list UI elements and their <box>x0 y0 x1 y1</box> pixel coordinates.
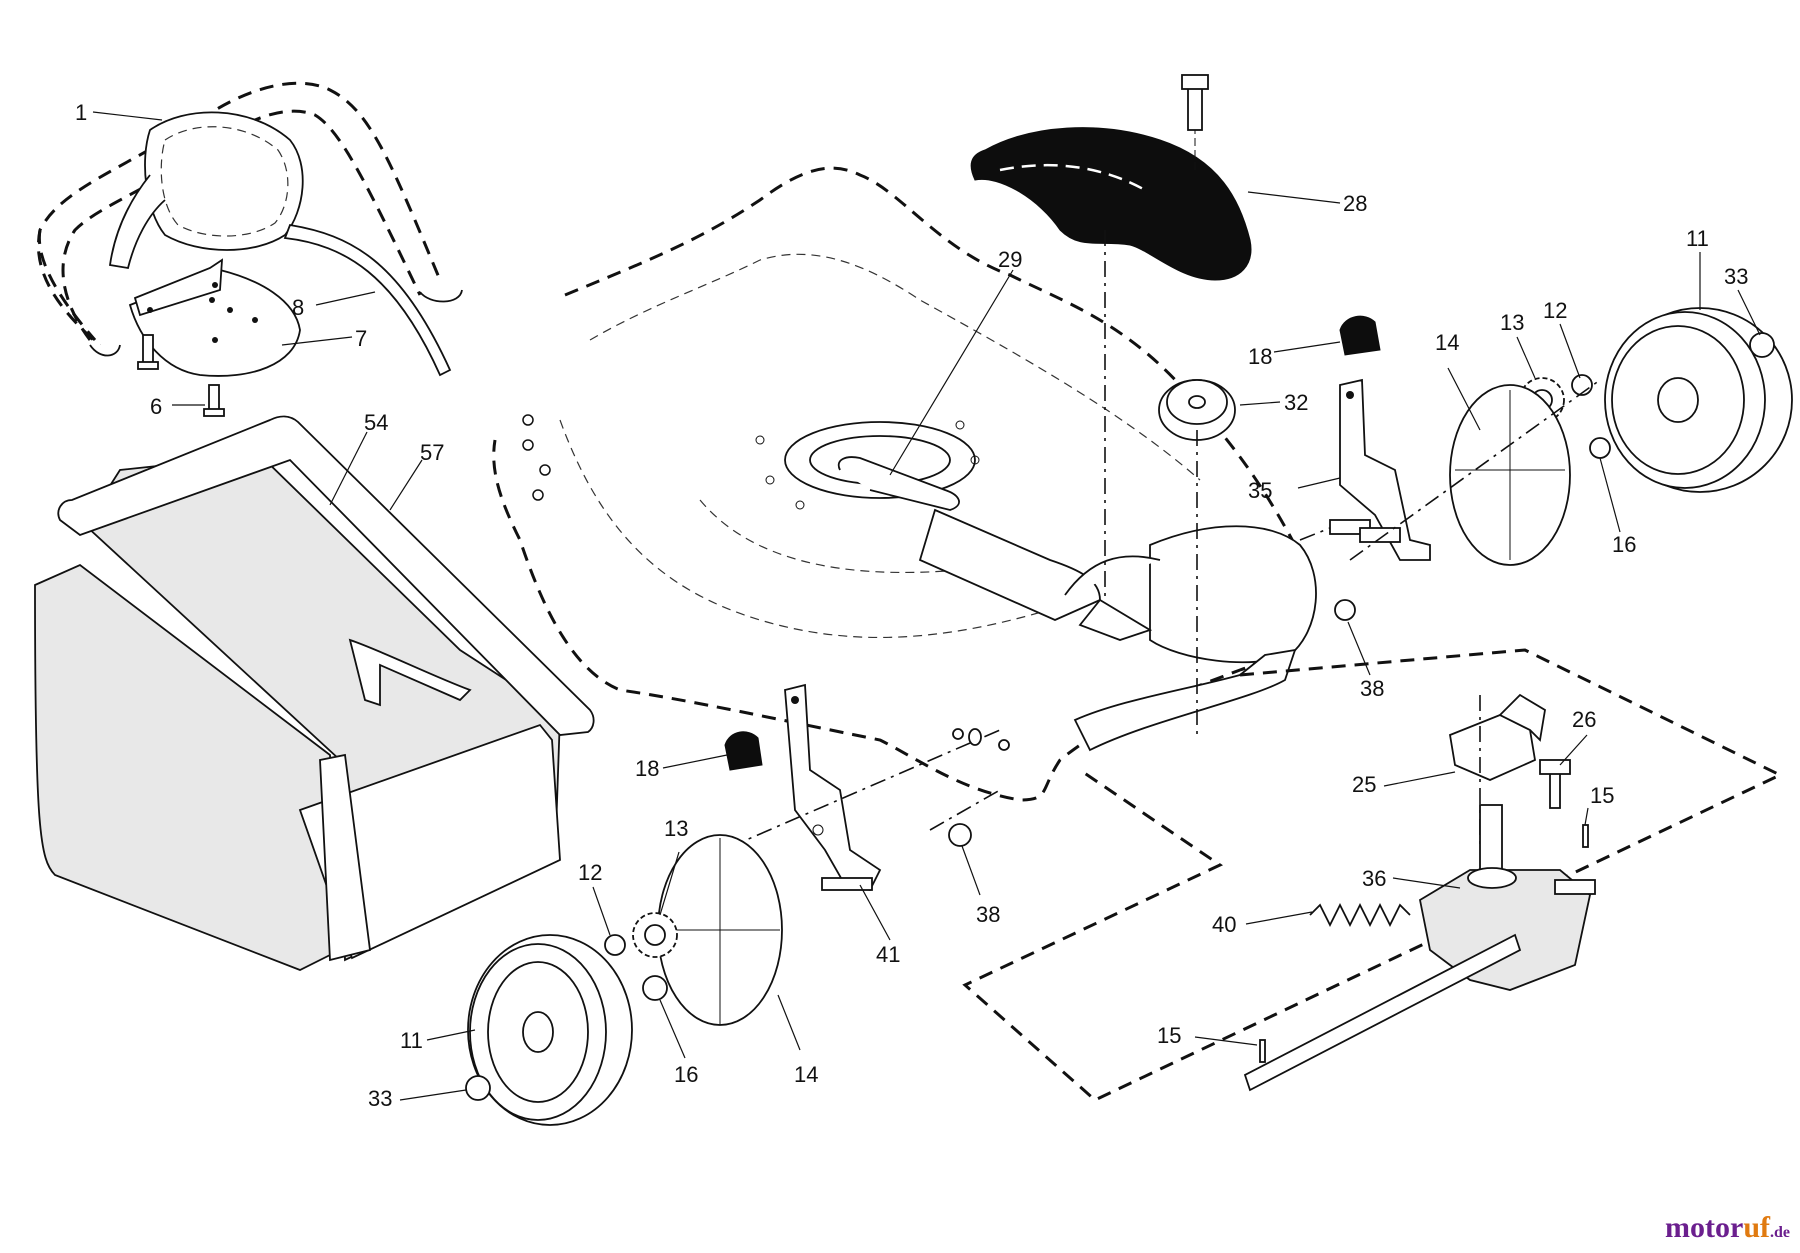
leader-lines <box>92 111 1761 1101</box>
label-part-16-left: 16 <box>674 1062 698 1087</box>
label-part-11-left: 11 <box>400 1028 423 1053</box>
label-part-26: 26 <box>1572 707 1596 732</box>
label-part-14-right: 14 <box>1435 330 1459 355</box>
label-part-8: 8 <box>292 295 304 320</box>
label-part-33-left: 33 <box>368 1086 392 1111</box>
watermark-suffix: .de <box>1770 1224 1790 1241</box>
label-part-11-right: 11 <box>1686 226 1709 251</box>
watermark-main: motor <box>1665 1211 1744 1244</box>
label-part-54: 54 <box>364 410 388 435</box>
label-part-13-right: 13 <box>1500 310 1524 335</box>
grass-bag <box>34 415 595 971</box>
label-part-18-right: 18 <box>1248 344 1272 369</box>
bushing-right <box>1339 315 1381 356</box>
watermark-logo: motoruf.de <box>1665 1211 1790 1245</box>
label-part-38-right: 38 <box>1360 676 1384 701</box>
label-part-15-lower: 15 <box>1157 1023 1181 1048</box>
label-part-41: 41 <box>876 942 900 967</box>
label-part-15-right: 15 <box>1590 783 1614 808</box>
label-part-40: 40 <box>1212 912 1236 937</box>
label-part-7: 7 <box>355 326 367 351</box>
label-part-29: 29 <box>998 247 1022 272</box>
label-part-18-left: 18 <box>635 756 659 781</box>
label-part-1: 1 <box>75 100 87 125</box>
label-part-6: 6 <box>150 394 162 419</box>
label-part-12-left: 12 <box>578 860 602 885</box>
label-part-13-left: 13 <box>664 816 688 841</box>
right-wheel-assembly <box>1349 307 1793 566</box>
watermark-accent: uf <box>1743 1211 1770 1244</box>
label-part-32: 32 <box>1284 390 1308 415</box>
label-part-38-left: 38 <box>976 902 1000 927</box>
label-part-36: 36 <box>1362 866 1386 891</box>
height-adjuster-right <box>1299 378 1431 561</box>
label-part-25: 25 <box>1352 772 1376 797</box>
transmission-area <box>962 648 1784 1102</box>
label-part-33-right: 33 <box>1724 264 1748 289</box>
label-part-35: 35 <box>1248 478 1272 503</box>
label-part-12-right: 12 <box>1543 298 1567 323</box>
drive-cable <box>837 456 1161 641</box>
nut-right <box>1334 599 1356 621</box>
pulley <box>1158 379 1236 740</box>
label-part-16-right: 16 <box>1612 532 1636 557</box>
handle-assembly <box>37 81 463 417</box>
left-wheel-assembly <box>465 683 1010 1126</box>
label-part-28: 28 <box>1343 191 1367 216</box>
belt-cover <box>970 74 1252 600</box>
part-labels: 1 8 7 6 54 57 29 28 11 33 12 13 14 18 32… <box>75 100 1748 1111</box>
label-part-14-left: 14 <box>794 1062 818 1087</box>
label-part-57: 57 <box>420 440 444 465</box>
